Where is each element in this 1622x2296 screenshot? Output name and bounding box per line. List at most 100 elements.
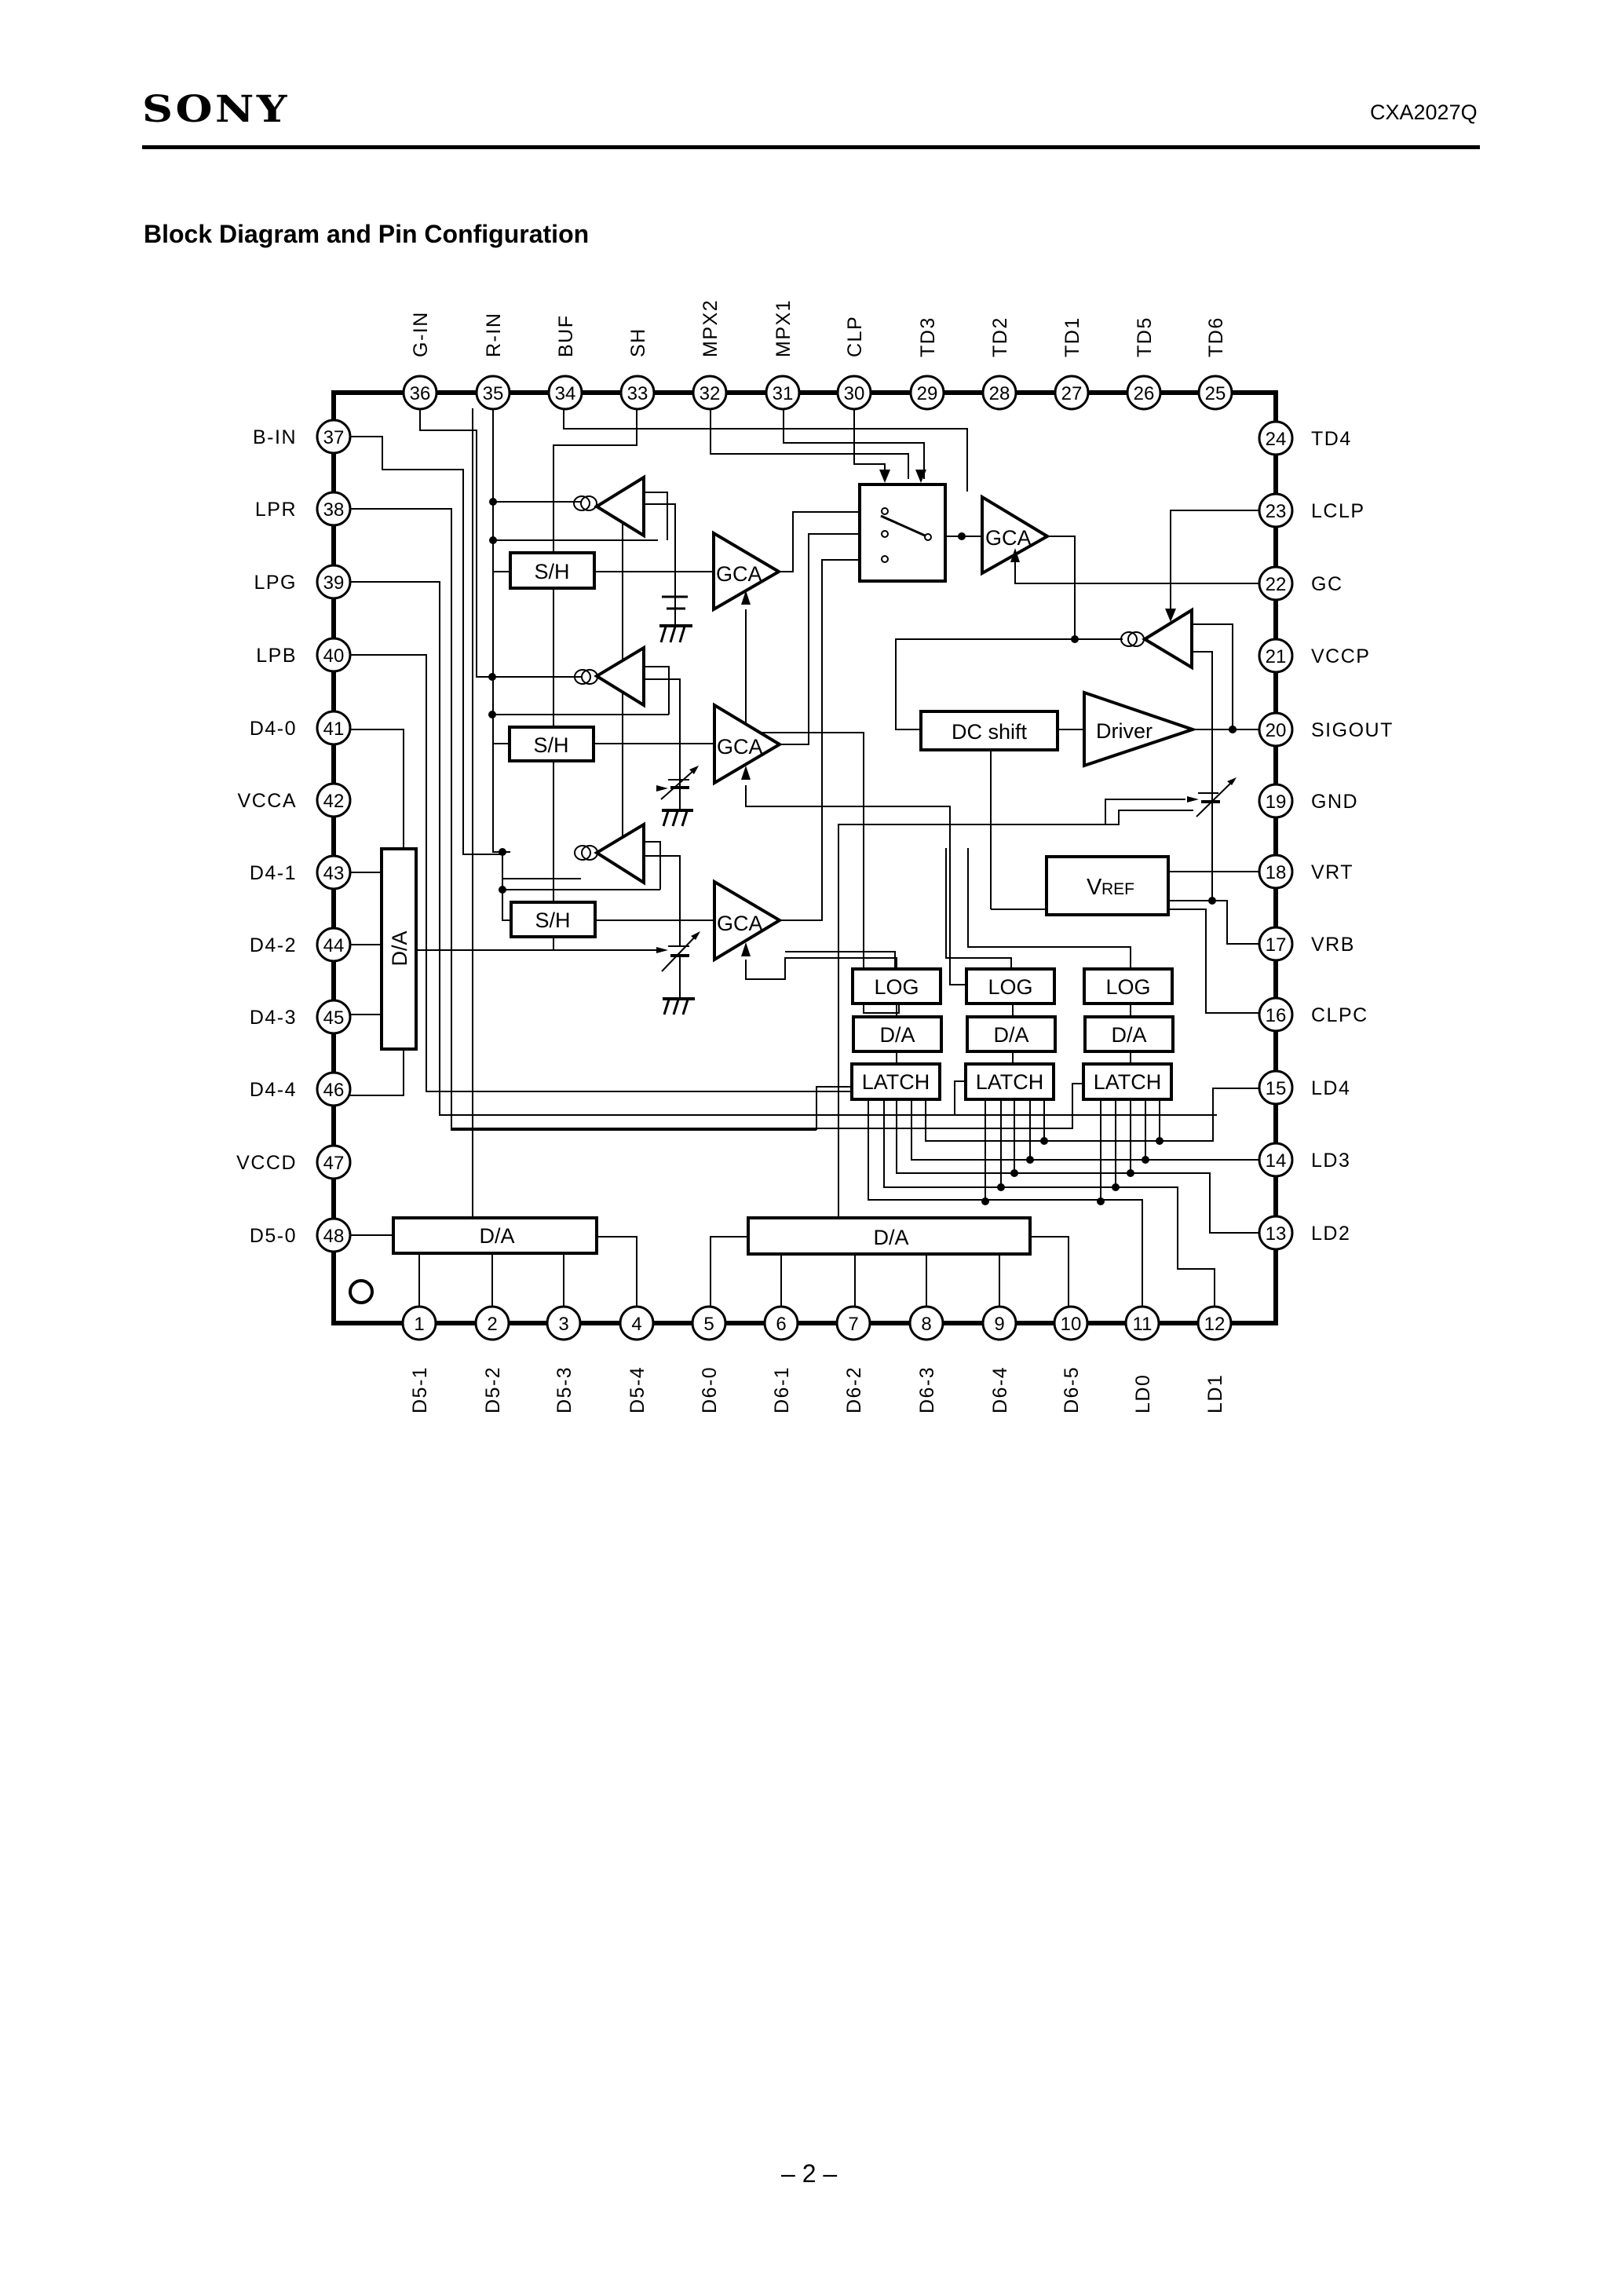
svg-text:GCA: GCA xyxy=(717,912,763,935)
svg-text:BUF: BUF xyxy=(555,315,577,358)
vref-block: V REF xyxy=(1045,855,1170,916)
svg-text:42: 42 xyxy=(323,791,345,812)
pin-35: 35R-IN xyxy=(475,313,511,411)
svg-text:LD4: LD4 xyxy=(1311,1077,1350,1099)
pin-36: 36G-IN xyxy=(402,311,438,411)
svg-text:1: 1 xyxy=(414,1314,424,1335)
svg-text:D/A: D/A xyxy=(879,1023,915,1047)
da-bottom-right: D/A xyxy=(747,1216,1032,1256)
pin-34: 34 BUF xyxy=(547,315,583,411)
sony-logo: SONY xyxy=(142,88,290,131)
svg-text:LD0: LD0 xyxy=(1132,1374,1154,1413)
sample-hold-2: S/H xyxy=(508,726,595,762)
svg-text:30: 30 xyxy=(844,383,865,404)
svg-text:D/A: D/A xyxy=(1111,1023,1146,1047)
variable-capacitor-1 xyxy=(656,766,699,827)
svg-text:D5-1: D5-1 xyxy=(409,1366,431,1413)
svg-text:LOG: LOG xyxy=(1105,975,1150,999)
pin-37: 37B-IN xyxy=(253,419,352,455)
pin-1: 1D5-1 xyxy=(401,1305,437,1413)
svg-text:24: 24 xyxy=(1266,429,1287,450)
svg-text:18: 18 xyxy=(1266,862,1287,883)
pin-16: 16 CLPC xyxy=(1258,996,1368,1033)
svg-text:D/A: D/A xyxy=(479,1224,514,1248)
svg-text:TD2: TD2 xyxy=(989,316,1011,357)
svg-text:REF: REF xyxy=(1101,880,1134,898)
svg-text:34: 34 xyxy=(555,383,576,404)
svg-text:15: 15 xyxy=(1266,1078,1287,1099)
svg-text:TD6: TD6 xyxy=(1205,316,1227,357)
capacitor-ground-1 xyxy=(659,595,692,643)
svg-text:GCA: GCA xyxy=(716,562,762,586)
svg-text:33: 33 xyxy=(627,383,648,404)
svg-text:LOG: LOG xyxy=(874,975,919,999)
svg-text:13: 13 xyxy=(1266,1223,1287,1245)
svg-text:20: 20 xyxy=(1266,720,1287,741)
svg-text:D6-5: D6-5 xyxy=(1061,1366,1083,1413)
svg-text:45: 45 xyxy=(323,1007,345,1029)
svg-text:38: 38 xyxy=(323,499,345,521)
svg-text:2: 2 xyxy=(487,1314,497,1335)
pin-18: 18 VRT xyxy=(1258,854,1353,890)
svg-text:36: 36 xyxy=(410,383,431,404)
svg-text:14: 14 xyxy=(1266,1150,1287,1172)
svg-text:D4-0: D4-0 xyxy=(250,718,297,740)
svg-text:S/H: S/H xyxy=(534,560,569,583)
svg-text:TD5: TD5 xyxy=(1134,316,1156,357)
svg-text:46: 46 xyxy=(323,1080,345,1101)
switch-control-arrows xyxy=(879,470,926,483)
svg-text:MPX2: MPX2 xyxy=(700,299,721,357)
svg-text:VRB: VRB xyxy=(1311,934,1355,956)
svg-text:48: 48 xyxy=(323,1226,345,1247)
pin-5: 5D6-0 xyxy=(691,1305,727,1413)
svg-text:GND: GND xyxy=(1311,791,1358,813)
pin-13: 13 LD2 xyxy=(1258,1215,1350,1251)
pin-7: 7D6-2 xyxy=(835,1305,871,1413)
svg-text:S/H: S/H xyxy=(535,909,570,932)
svg-text:D/A: D/A xyxy=(388,930,411,966)
pins-bottom: 1D5-1 2D5-2 3D5-3 4D5-4 5D6-0 6D6-1 7D6-… xyxy=(401,1305,1233,1413)
variable-capacitor-3 xyxy=(1187,777,1237,817)
svg-text:47: 47 xyxy=(323,1153,345,1174)
svg-text:9: 9 xyxy=(994,1314,1004,1335)
dc-shift-block: DC shift xyxy=(919,710,1059,751)
svg-text:25: 25 xyxy=(1205,383,1226,404)
svg-text:LATCH: LATCH xyxy=(1094,1070,1162,1094)
buffer-amp-2 xyxy=(574,645,645,708)
svg-text:21: 21 xyxy=(1266,646,1287,667)
svg-text:CLPC: CLPC xyxy=(1311,1004,1368,1026)
svg-text:LD2: LD2 xyxy=(1311,1223,1350,1245)
svg-text:12: 12 xyxy=(1204,1314,1226,1335)
svg-text:B-IN: B-IN xyxy=(253,426,297,448)
svg-text:31: 31 xyxy=(773,383,794,404)
svg-text:V: V xyxy=(1087,875,1102,900)
svg-text:D5-0: D5-0 xyxy=(250,1225,297,1247)
svg-text:11: 11 xyxy=(1133,1314,1153,1335)
svg-text:5: 5 xyxy=(703,1314,714,1335)
svg-text:S/H: S/H xyxy=(533,733,568,757)
svg-text:29: 29 xyxy=(917,383,938,404)
svg-text:D4-4: D4-4 xyxy=(250,1079,297,1101)
svg-text:8: 8 xyxy=(921,1314,931,1335)
svg-text:D6-0: D6-0 xyxy=(699,1366,721,1413)
svg-text:GCA: GCA xyxy=(717,735,763,759)
log-da-latch-2: LOG D/A LATCH xyxy=(964,967,1057,1101)
svg-text:VRT: VRT xyxy=(1311,861,1353,883)
page-number: – 2 – xyxy=(781,2159,838,2188)
gca-3: GCA xyxy=(713,879,783,963)
svg-text:D4-3: D4-3 xyxy=(250,1007,297,1029)
variable-capacitor-2 xyxy=(656,931,700,1015)
svg-text:7: 7 xyxy=(848,1314,858,1335)
svg-text:SH: SH xyxy=(627,327,649,357)
svg-text:TD1: TD1 xyxy=(1061,316,1083,357)
svg-text:16: 16 xyxy=(1266,1005,1287,1026)
